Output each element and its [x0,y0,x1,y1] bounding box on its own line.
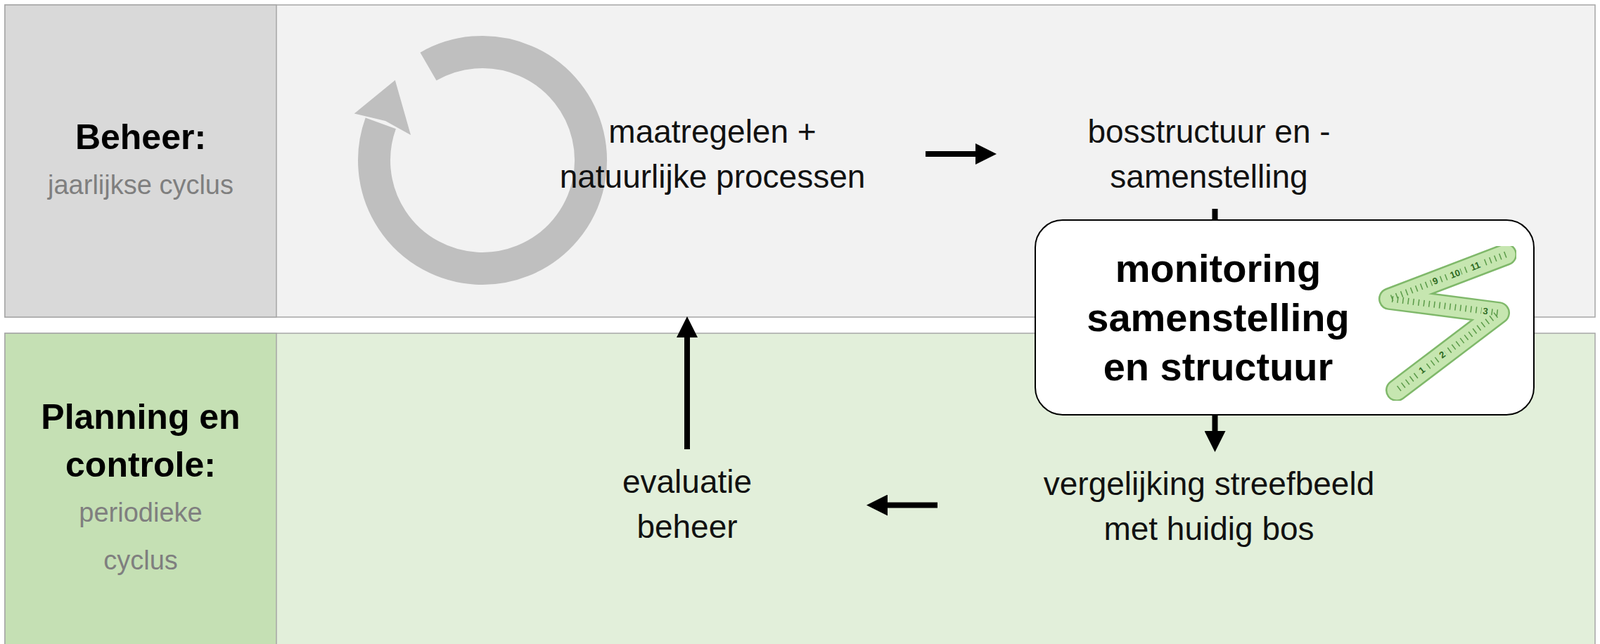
tape-measure-icon [1368,246,1517,401]
monitoring-box: monitoring samenstelling en structuur 91… [1034,219,1535,416]
flow-arrow [887,502,938,509]
text-holder: monitoring samenstelling en structuur [1066,244,1370,392]
tape-edge [1389,254,1506,391]
band-header-cell: Beheer:jaarlijkse cyclus [4,4,277,318]
tape-body [1389,254,1506,391]
band-subtitle: jaarlijkse cyclus [47,161,234,209]
band-title: Planning en controle: [21,393,261,489]
cycle-arrow [374,52,591,269]
box-title: monitoring samenstelling en structuur [1066,244,1370,392]
cycle-arrow-head [354,80,411,136]
flow-arrow [684,337,690,450]
band-title: Beheer: [75,113,207,162]
flow-arrow [925,151,976,157]
flow-arrow [1212,208,1219,220]
step-text: vergelijking streefbeeld met huidig bos [1036,461,1382,552]
step-text: evaluatie beheer [606,459,768,550]
band-subtitle: periodieke cyclus [59,488,222,585]
flow-arrow [1212,415,1219,432]
step-text: maatregelen + natuurlijke processen [540,109,885,200]
tape-number: 3 [1481,305,1491,317]
process-text-node: maatregelen + natuurlijke processen [526,99,899,209]
tape-ticks [1389,254,1506,391]
comparison-text-node: vergelijking streefbeeld met huidig bos [1022,451,1396,562]
planning-header-fill [4,333,277,644]
state-text-node: bosstructuur en -samenstelling [1022,99,1396,209]
step-text: bosstructuur en -samenstelling [1036,109,1382,200]
management-header-fill [4,4,277,318]
band-header-cell: Planning en controle:periodieke cyclus [4,333,277,644]
planning-band: Planning en controle:periodieke cyclus ve… [4,333,1596,644]
evaluation-text-node: evaluatie beheer [592,449,783,560]
